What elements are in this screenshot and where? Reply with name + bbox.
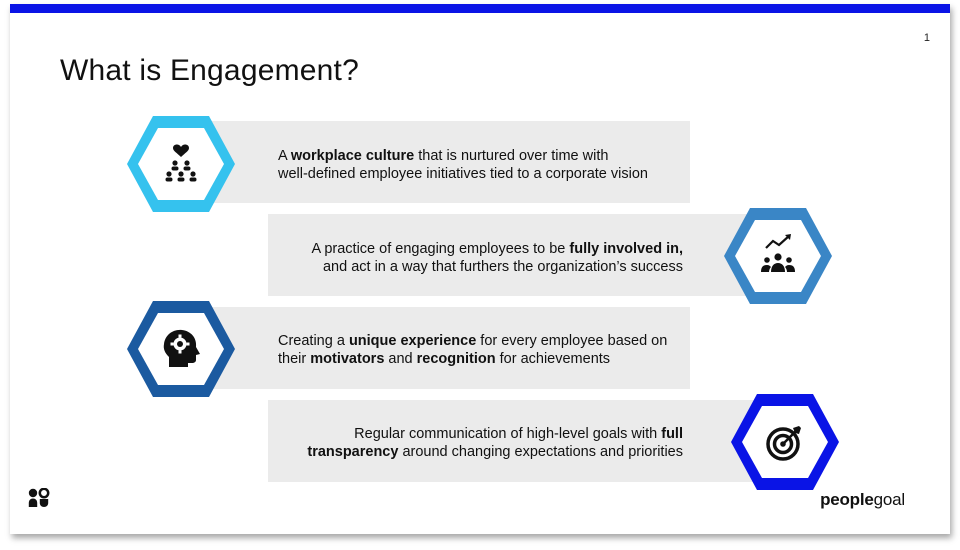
engagement-card-3-text: Creating a unique experience for every e…: [278, 332, 698, 368]
team-growth-icon: [761, 234, 795, 272]
card-3-text-mid: for every employee based on: [476, 333, 668, 349]
hexagon-badge-2: [724, 208, 832, 304]
page-number: 1: [923, 32, 930, 44]
card-1-text-mid: that is nurtured over time with: [414, 148, 609, 164]
team-heart-icon: [165, 144, 197, 182]
card-3-text-line2-bold1: motivators: [310, 351, 385, 367]
card-3-text-line2-mid: and: [384, 351, 417, 367]
card-4-text-line2-post: around changing expectations and priorit…: [398, 444, 683, 460]
card-2-text-bold: fully involved in,: [569, 241, 683, 257]
page-title: What is Engagement?: [60, 54, 359, 87]
head-gear-icon: [163, 329, 200, 367]
card-3-text-line2-bold2: recognition: [416, 351, 496, 367]
engagement-card-4: [268, 400, 768, 482]
engagement-card-2-text: A practice of engaging employees to be f…: [268, 240, 683, 276]
card-4-text-pre: Regular communication of high-level goal…: [354, 426, 662, 442]
card-3-text-line2-pre: their: [278, 351, 311, 367]
card-4-text-line2-bold: transparency: [307, 444, 399, 460]
engagement-card-1-text: A workplace culture that is nurtured ove…: [278, 147, 698, 183]
card-1-text-bold: workplace culture: [290, 148, 415, 164]
brand-bold-part: people: [820, 490, 874, 509]
engagement-card-1: [190, 121, 690, 203]
peoplegoal-logo-icon: [28, 488, 50, 507]
peoplegoal-wordmark: peoplegoal: [820, 490, 905, 510]
card-3-text-bold: unique experience: [348, 333, 477, 349]
card-1-text-line2: well-defined employee initiatives tied t…: [278, 166, 648, 182]
target-arrow-icon: [766, 426, 801, 461]
card-2-text-line2: and act in a way that furthers the organ…: [322, 259, 683, 275]
top-accent-bar: [10, 4, 950, 13]
hexagon-badge-1: [127, 116, 235, 212]
hexagon-badge-3: [127, 301, 235, 397]
hexagon-badge-4: [731, 394, 839, 490]
engagement-card-3: [190, 307, 690, 389]
card-3-text-pre: Creating a: [278, 333, 349, 349]
card-2-text-pre: A practice of engaging employees to be: [311, 241, 570, 257]
brand-light-part: goal: [873, 490, 906, 509]
engagement-card-2: [268, 214, 768, 296]
card-1-text-pre: A: [278, 148, 291, 164]
card-4-text-bold: full: [661, 426, 683, 442]
card-3-text-line2-post: for achievements: [495, 351, 611, 367]
engagement-card-4-text: Regular communication of high-level goal…: [268, 425, 683, 461]
slide: 1 What is Engagement? A workplace cultur…: [10, 4, 950, 534]
